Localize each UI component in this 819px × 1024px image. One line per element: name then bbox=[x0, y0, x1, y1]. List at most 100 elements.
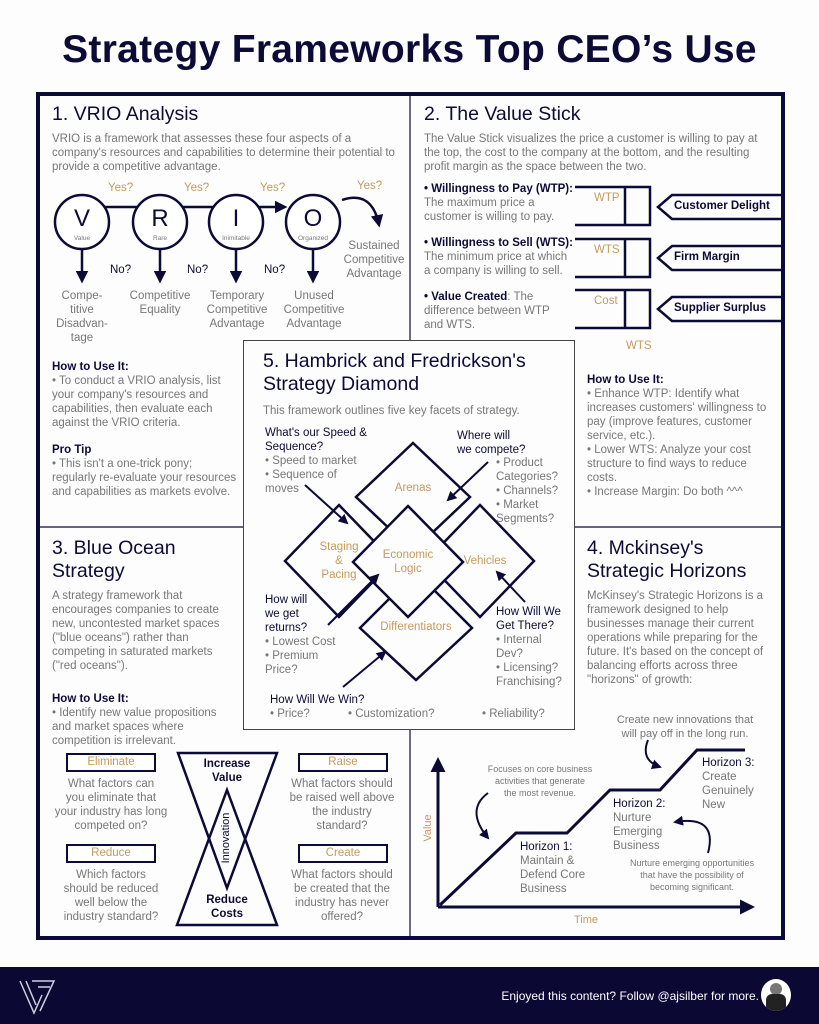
win-item-reliability: • Reliability? bbox=[482, 708, 545, 720]
vrio-diagram bbox=[53, 193, 384, 284]
facet-economic-logic: Economic Logic bbox=[382, 549, 434, 575]
horizon-2-title: Horizon 2: bbox=[613, 798, 666, 810]
vrio-outcome-v: Compe- titive Disadvan- tage bbox=[56, 290, 108, 344]
wtp-term: • Willingness to Pay (WTP) bbox=[424, 183, 570, 195]
create-box: Create bbox=[298, 844, 388, 863]
page-title: Strategy Frameworks Top CEO’s Use bbox=[62, 28, 757, 71]
value-created-term: • Value Created bbox=[424, 291, 508, 303]
brand-logo-icon bbox=[19, 980, 56, 1015]
value-stick-heading: 2. The Value Stick bbox=[424, 103, 581, 125]
blue-ocean-description: A strategy framework that encourages com… bbox=[52, 590, 220, 672]
stick-label-cost: Cost bbox=[594, 295, 618, 307]
raise-box: Raise bbox=[298, 753, 388, 772]
vrio-pro-tip-title: Pro Tip bbox=[52, 444, 92, 456]
horizon-2-text: Nurture Emerging Business bbox=[613, 812, 663, 852]
vrio-description: VRIO is a framework that assesses these … bbox=[52, 133, 395, 173]
blue-ocean-heading: 3. Blue Ocean Strategy bbox=[52, 537, 176, 582]
vrio-no-2: No? bbox=[187, 264, 209, 276]
eliminate-box: Eliminate bbox=[66, 753, 156, 772]
horizon-2-note: Nurture emerging opportunities that have… bbox=[629, 858, 755, 892]
facet-staging: Staging & Pacing bbox=[319, 541, 359, 581]
vrio-letter-o: O bbox=[303, 205, 323, 232]
vrio-pro-tip-text: • This isn't a one-trick pony; regularly… bbox=[52, 458, 237, 498]
footer-bar: Enjoyed this content? Follow @ajsilber f… bbox=[0, 967, 819, 1024]
vrio-yes-3: Yes? bbox=[260, 182, 286, 194]
horizon-3-note: Create new innovations that will pay off… bbox=[616, 714, 754, 740]
get-there-items: • Internal Dev? • Licensing? Franchising… bbox=[496, 634, 562, 688]
vrio-no-3: No? bbox=[264, 264, 286, 276]
vrio-outcome-sustained: Sustained Competitive Advantage bbox=[343, 240, 405, 280]
vrio-letter-r: R bbox=[151, 205, 169, 232]
horizon-1-note: Focuses on core business activities that… bbox=[487, 764, 593, 798]
diamond-description: This framework outlines five key facets … bbox=[263, 405, 520, 417]
vrio-outcome-i: Temporary Competitive Advantage bbox=[206, 290, 268, 330]
reduce-costs-label: Reduce Costs bbox=[206, 894, 248, 920]
supplier-surplus-label: Supplier Surplus bbox=[674, 302, 767, 314]
get-there-question: How Will We Get There? bbox=[496, 606, 561, 632]
horizons-chart bbox=[430, 739, 755, 915]
horizon-1-text: Maintain & Defend Core Business bbox=[520, 855, 586, 895]
speed-question: What's our Speed & Sequence? bbox=[265, 427, 367, 453]
returns-items: • Lowest Cost • Premium Price? bbox=[265, 636, 336, 676]
vrio-yes-1: Yes? bbox=[108, 182, 134, 194]
vrio-letter-v: V bbox=[73, 205, 90, 232]
wtp-text: The maximum price a customer is willing … bbox=[424, 197, 555, 223]
create-text: What factors should be created that the … bbox=[291, 869, 393, 923]
facet-arenas: Arenas bbox=[394, 482, 432, 494]
mckinsey-description: McKinsey's Strategic Horizons is a frame… bbox=[587, 590, 764, 686]
compete-question: Where will we compete? bbox=[457, 430, 526, 456]
horizon-3-text: Create Genuinely New bbox=[702, 771, 754, 811]
blue-ocean-how-to-text: • Identify new value propositions and ma… bbox=[52, 707, 217, 747]
economic-logic-diamond bbox=[351, 504, 465, 619]
win-item-customization: • Customization? bbox=[348, 708, 435, 720]
returns-question: How will we get returns? bbox=[265, 594, 308, 634]
author-avatar[interactable] bbox=[761, 979, 791, 1011]
value-created-text: The difference between WTP and WTS. bbox=[424, 291, 550, 331]
vrio-how-to-title: How to Use It: bbox=[52, 361, 129, 373]
vrio-label-inimitable: Inimitable bbox=[222, 235, 250, 242]
win-item-price: • Price? bbox=[270, 708, 310, 720]
value-stick-how-to-title: How to Use It: bbox=[587, 374, 664, 386]
vrio-no-1: No? bbox=[110, 264, 132, 276]
vrio-yes-2: Yes? bbox=[184, 182, 210, 194]
grid-dividers bbox=[38, 94, 783, 938]
diamond-heading: 5. Hambrick and Fredrickson's Strategy D… bbox=[263, 350, 526, 395]
vrio-letter-i: I bbox=[232, 205, 240, 232]
vrio-how-to-text: • To conduct a VRIO analysis, list your … bbox=[52, 375, 221, 429]
compete-items: • Product Categories? • Channels? • Mark… bbox=[496, 457, 559, 525]
blue-ocean-triangles bbox=[175, 751, 279, 927]
wts-term: • Willingness to Sell (WTS) bbox=[424, 237, 570, 249]
facet-differentiators: Differentiators bbox=[380, 621, 452, 633]
customer-delight-label: Customer Delight bbox=[674, 200, 770, 212]
vrio-heading: 1. VRIO Analysis bbox=[52, 103, 199, 125]
wts-text: The minimum price at which a company is … bbox=[424, 251, 568, 277]
firm-margin-label: Firm Margin bbox=[674, 251, 740, 263]
vrio-yes-4: Yes? bbox=[357, 180, 383, 192]
vrio-label-organized: Organized bbox=[298, 235, 328, 242]
stick-label-wts: WTS bbox=[594, 244, 620, 256]
eliminate-text: What factors can you eliminate that your… bbox=[54, 778, 168, 832]
x-axis-label: Time bbox=[574, 914, 599, 926]
mckinsey-heading: 4. Mckinsey's Strategic Horizons bbox=[587, 537, 747, 582]
increase-value-label: Increase Value bbox=[203, 758, 251, 784]
horizon-3-title: Horizon 3: bbox=[702, 757, 755, 769]
vrio-label-rare: Rare bbox=[152, 235, 168, 242]
stick-label-bottom-wts: WTS bbox=[626, 340, 652, 352]
speed-items: • Speed to market • Sequence of moves bbox=[265, 455, 357, 495]
reduce-box: Reduce bbox=[66, 844, 156, 863]
facet-vehicles: Vehicles bbox=[463, 555, 507, 567]
value-stick-diagram bbox=[575, 185, 785, 330]
value-stick-description: The Value Stick visualizes the price a c… bbox=[424, 133, 758, 173]
differentiators-diamond bbox=[358, 570, 474, 682]
vrio-outcome-o: Unused Competitive Advantage bbox=[283, 290, 345, 330]
value-stick-how-to-text: • Enhance WTP: Identify what increases c… bbox=[587, 388, 767, 498]
raise-text: What factors should be raised well above… bbox=[289, 778, 395, 832]
win-question: How Will We Win? bbox=[270, 694, 365, 706]
vrio-outcome-r: Competitive Equality bbox=[129, 290, 191, 316]
stick-label-wtp: WTP bbox=[594, 192, 620, 204]
reduce-text: Which factors should be reduced well bel… bbox=[63, 869, 159, 923]
horizon-1-title: Horizon 1: bbox=[520, 841, 573, 853]
follow-cta[interactable]: Enjoyed this content? Follow @ajsilber f… bbox=[501, 989, 759, 1003]
